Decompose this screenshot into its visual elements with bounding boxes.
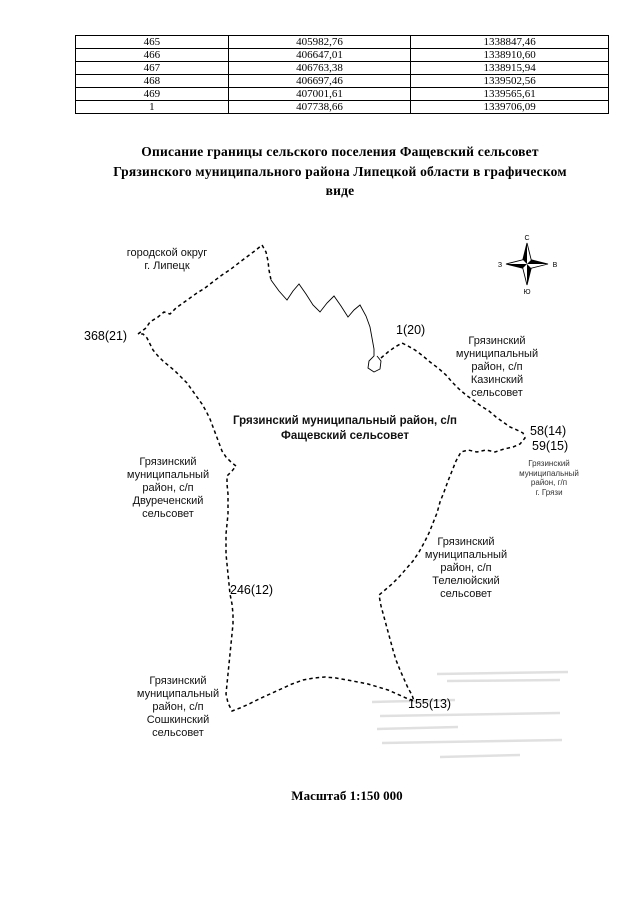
table-row: 467 406763,38 1338915,94 bbox=[75, 61, 609, 75]
map-label-lipetsk: городской округ г. Липецк bbox=[126, 247, 208, 272]
point-label-246: 246(12) bbox=[230, 583, 274, 597]
coordinate-table: 465 405982,76 1338847,46 466 406647,01 1… bbox=[75, 35, 609, 114]
point-label-58: 58(14) bbox=[530, 424, 567, 438]
table-cell: 1339706,09 bbox=[410, 100, 609, 114]
table-row: 1 407738,66 1339706,09 bbox=[75, 100, 609, 114]
map-label-kazinsky: Грязинский муниципальный район, с/п Кази… bbox=[455, 335, 539, 399]
solid-boundary-segment bbox=[270, 279, 382, 373]
map-label-telelyusky: Грязинский муниципальный район, с/п Теле… bbox=[424, 536, 508, 600]
compass-letter-n: С bbox=[524, 235, 529, 242]
compass-rose: С Ю З В bbox=[498, 235, 558, 296]
scale-label: Масштаб 1:150 000 bbox=[291, 788, 403, 803]
map-label-fashchevsky: Грязинский муниципальный район, с/п Фаще… bbox=[233, 415, 457, 442]
map-label-gryazi: Грязинский муниципальный район, г/п г. Г… bbox=[519, 459, 579, 497]
point-label-155: 155(13) bbox=[408, 697, 452, 711]
point-label-1: 1(20) bbox=[396, 323, 426, 337]
point-label-368: 368(21) bbox=[84, 329, 128, 343]
table-row: 468 406697,46 1339502,56 bbox=[75, 74, 609, 88]
point-label-59: 59(15) bbox=[532, 439, 569, 453]
map-label-soshkinsky: Грязинский муниципальный район, с/п Сошк… bbox=[136, 675, 220, 739]
compass-letter-s: Ю bbox=[523, 289, 530, 296]
map-label-dvurechensky: Грязинский муниципальный район, с/п Двур… bbox=[126, 456, 210, 520]
table-row: 465 405982,76 1338847,46 bbox=[75, 35, 609, 49]
scan-artifacts bbox=[371, 670, 569, 759]
compass-letter-w: З bbox=[498, 262, 502, 269]
compass-letter-e: В bbox=[553, 262, 558, 269]
boundary-path bbox=[137, 243, 526, 712]
document-title: Описание границы сельского поселения Фащ… bbox=[113, 144, 567, 198]
